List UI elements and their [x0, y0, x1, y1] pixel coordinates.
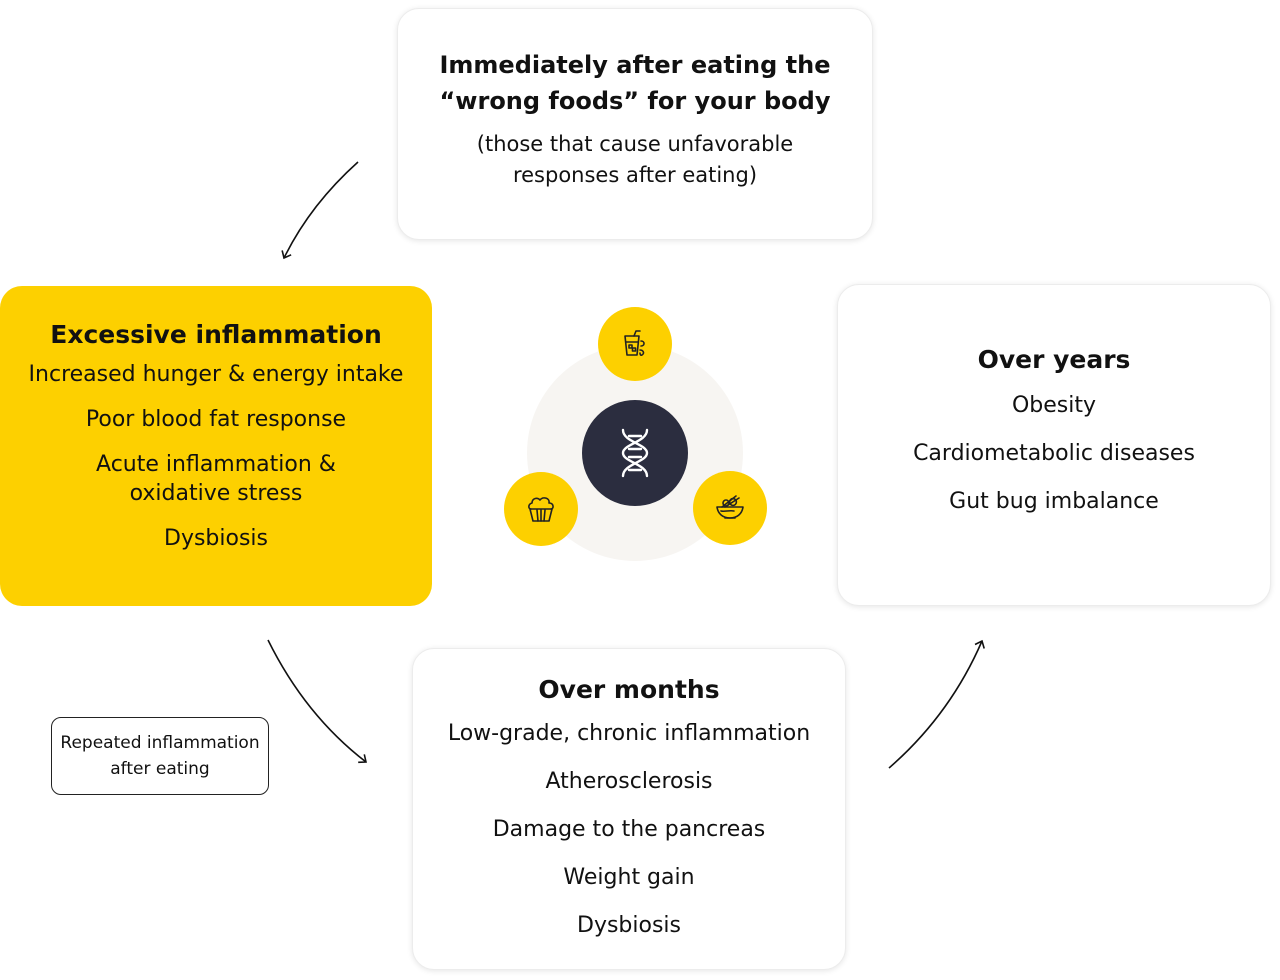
repeated-inflammation-label: Repeated inflammation after eating: [51, 717, 269, 795]
years-item: Cardiometabolic diseases: [913, 440, 1195, 466]
card-over-months: Over months Low-grade, chronic inflammat…: [412, 648, 846, 970]
dna-icon: [582, 400, 688, 506]
inflammation-item: oxidative stress: [129, 480, 303, 506]
drink-icon: [598, 307, 672, 381]
muffin-icon: [504, 472, 578, 546]
years-item: Obesity: [1011, 392, 1097, 418]
card-over-years: Over years Obesity Cardiometabolic disea…: [837, 284, 1271, 606]
card-inflammation-title: Excessive inflammation: [50, 320, 382, 349]
card-top-subtitle-line1: (those that cause unfavorable: [476, 132, 794, 156]
inflammation-item: Acute inflammation &: [96, 451, 336, 477]
card-excessive-inflammation: Excessive inflammation Increased hunger …: [0, 286, 432, 606]
card-months-title: Over months: [538, 675, 720, 704]
inflammation-item: Increased hunger & energy intake: [28, 361, 404, 387]
months-item: Weight gain: [563, 864, 695, 890]
arrow-months-to-years: [888, 639, 985, 769]
card-years-title: Over years: [977, 345, 1131, 374]
card-top-subtitle: (those that cause unfavorable responses …: [418, 129, 852, 191]
card-immediately-after-eating: Immediately after eating the “wrong food…: [397, 8, 873, 240]
inflammation-item: Poor blood fat response: [85, 406, 347, 432]
center-emblem: [500, 300, 780, 580]
arrow-inflammation-to-months: [267, 639, 367, 764]
months-item: Dysbiosis: [577, 912, 681, 938]
months-item: Low-grade, chronic inflammation: [447, 720, 811, 746]
inflammation-item: Dysbiosis: [164, 525, 268, 551]
years-item: Gut bug imbalance: [949, 488, 1159, 514]
repeated-label-line2: after eating: [110, 759, 210, 779]
months-item: Atherosclerosis: [545, 768, 713, 794]
bowl-icon: [693, 471, 767, 545]
months-item: Damage to the pancreas: [492, 816, 766, 842]
arrow-top-to-inflammation: [281, 161, 359, 260]
card-top-title-line1: Immediately after eating the: [439, 51, 831, 79]
card-top-subtitle-line2: responses after eating): [512, 163, 758, 187]
card-top-title-line2: “wrong foods” for your body: [439, 87, 831, 115]
repeated-label-line1: Repeated inflammation: [60, 733, 260, 753]
